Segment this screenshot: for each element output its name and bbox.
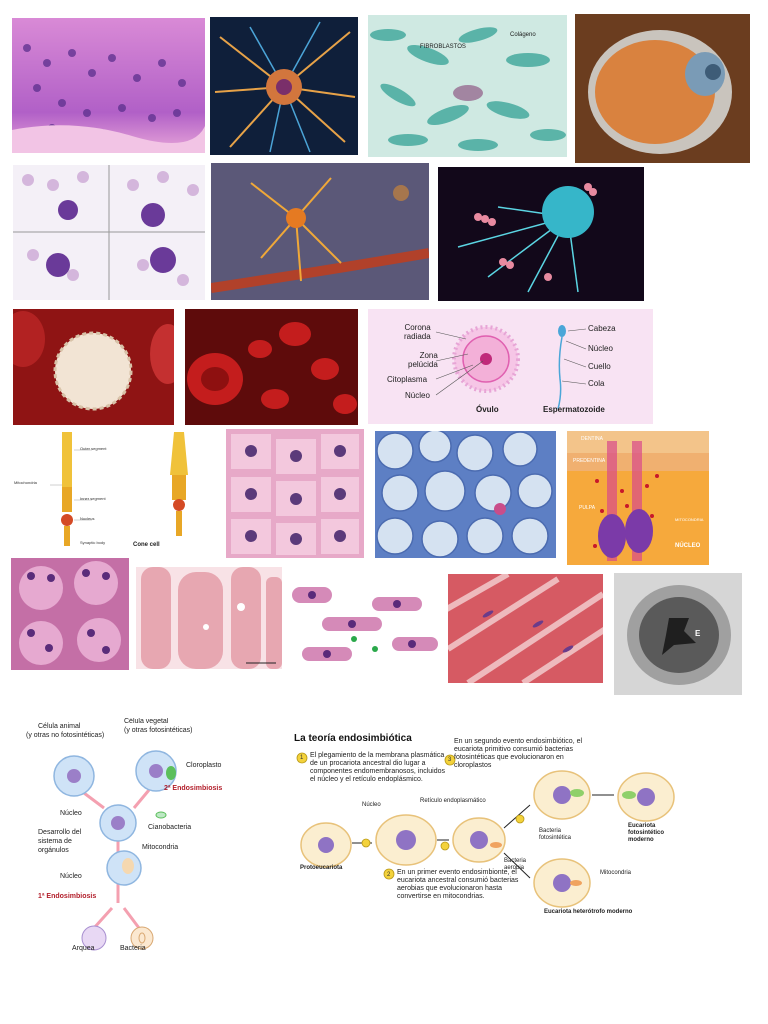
blood-smear-image bbox=[13, 165, 205, 300]
photoreceptor-diagram: Outer segment Mitochondria Inner segment… bbox=[12, 430, 220, 552]
red-blood-cells-image bbox=[185, 309, 358, 425]
mitocondria-tooth-label: MITOCONDRIA bbox=[675, 517, 704, 522]
endo-title: La teoría endosimbiótica bbox=[294, 733, 412, 744]
lung-alveoli-image bbox=[292, 567, 438, 669]
kidney-tubule-histology-image bbox=[11, 558, 129, 670]
cabeza-label: Cabeza bbox=[588, 324, 616, 333]
reticulo-label: Retículo endoplasmático bbox=[420, 798, 486, 804]
nucleo-right-label: Núcleo bbox=[362, 802, 381, 808]
arquea-label: Arquea bbox=[72, 945, 95, 952]
nucleo-sperm-label: Núcleo bbox=[588, 344, 613, 353]
tooth-odontoblast-diagram: DENTINA PREDENTINA PULPA NÚCLEO MITOCOND… bbox=[567, 431, 709, 565]
electron-micrograph-image: E bbox=[614, 573, 742, 695]
cianobacteria-label: Cianobacteria bbox=[148, 824, 192, 831]
euc-heterotrofo-label: Eucariota heterótrofo moderno bbox=[544, 909, 633, 915]
macrophage-bacteria-image bbox=[438, 167, 644, 301]
nucleus-label: Nucleus bbox=[80, 516, 95, 521]
fibroblastos-label: FIBROBLASTOS bbox=[420, 44, 466, 50]
tem-e-label: E bbox=[695, 629, 701, 638]
bacteria-left-label: Bacteria bbox=[120, 945, 146, 952]
endosymbiotic-theory-diagram: La teoría endosimbiótica 1 El plegamient… bbox=[294, 733, 686, 923]
nucleo-tooth-label: NÚCLEO bbox=[675, 543, 701, 549]
hepatocytes-image bbox=[226, 429, 364, 558]
organulos-label: orgánulos bbox=[38, 847, 69, 854]
step3-text: En un segundo evento endosimbiótico, el … bbox=[454, 738, 583, 769]
bacteria-aerobia-label: Bacteria aerobia bbox=[504, 858, 527, 871]
ovulo-label: Óvulo bbox=[476, 405, 499, 414]
euc-fotosintetico-label: Eucariota fotosintético moderno bbox=[628, 823, 664, 843]
endosymbiosis-left-diagram: Célula animal (y otras no fotosintéticas… bbox=[24, 718, 244, 958]
synaptic-body-label: Synaptic body bbox=[80, 540, 106, 545]
step2-text: En un primer evento endosimbionte, el eu… bbox=[397, 869, 519, 900]
zona-pelucida-label: Zona pelúcida bbox=[408, 351, 438, 369]
neuron-image bbox=[210, 17, 358, 155]
cloroplasto-label: Cloroplasto bbox=[186, 762, 222, 769]
inner-segment-label: Inner segment bbox=[80, 496, 106, 501]
celula-vegetal-sub-label: (y otras fotosintéticas) bbox=[124, 727, 193, 734]
first-endosymbiosis-label: 1ª Endosimbiosis bbox=[38, 893, 97, 900]
mitocondria-left-label: Mitocondria bbox=[142, 844, 179, 851]
dentina-label: DENTINA bbox=[581, 436, 603, 442]
egg-cell-image bbox=[575, 14, 750, 163]
nerve-cell-image bbox=[211, 163, 429, 300]
espermatozoide-label: Espermatozoide bbox=[543, 405, 605, 414]
step3-number: 3 bbox=[448, 757, 452, 763]
step1-number: 1 bbox=[300, 755, 304, 761]
adipose-tissue-image bbox=[375, 431, 556, 558]
step2-number: 2 bbox=[387, 872, 391, 878]
muscle-fibers-image bbox=[448, 574, 603, 683]
celula-animal-sub-label: (y otras no fotosintéticas) bbox=[26, 732, 105, 739]
sistema-label: sistema de bbox=[38, 838, 72, 845]
intestinal-villi-image bbox=[136, 567, 282, 669]
predentina-label: PREDENTINA bbox=[573, 458, 606, 464]
mitocondria-right-label: Mitocondria bbox=[600, 870, 632, 876]
white-blood-cell-image bbox=[13, 309, 174, 425]
desarrollo-label: Desarrollo del bbox=[38, 829, 82, 836]
colageno-label: Colágeno bbox=[510, 32, 536, 38]
protoeucariota-label: Protoeucariota bbox=[300, 865, 343, 871]
citoplasma-label: Citoplasma bbox=[387, 375, 428, 384]
corona-radiada-label: Corona radiada bbox=[404, 323, 431, 341]
cuello-label: Cuello bbox=[588, 362, 611, 371]
epithelium-histology-image bbox=[12, 18, 205, 153]
pulpa-label: PULPA bbox=[579, 505, 596, 511]
nucleo-left-label: Núcleo bbox=[60, 810, 82, 817]
outer-segment-label: Outer segment bbox=[80, 446, 107, 451]
celula-animal-label: Célula animal bbox=[38, 723, 81, 730]
celula-vegetal-label: Célula vegetal bbox=[124, 718, 169, 725]
cone-cell-label: Cone cell bbox=[133, 542, 160, 548]
mitochondria-label: Mitochondria bbox=[14, 480, 37, 485]
nucleo-label: Núcleo bbox=[405, 391, 430, 400]
nucleo-left2-label: Núcleo bbox=[60, 873, 82, 880]
connective-tissue-image: FIBROBLASTOS Colágeno bbox=[368, 15, 567, 157]
bacteria-fotosintetica-label: Bacteria fotosintética bbox=[539, 828, 572, 841]
second-endosymbiosis-label: 2ª Endosimbiosis bbox=[164, 785, 223, 792]
step1-text: El plegamiento de la membrana plasmática… bbox=[310, 752, 446, 783]
ovule-sperm-diagram: Corona radiada Zona pelúcida Citoplasma … bbox=[368, 309, 653, 424]
cola-label: Cola bbox=[588, 379, 605, 388]
